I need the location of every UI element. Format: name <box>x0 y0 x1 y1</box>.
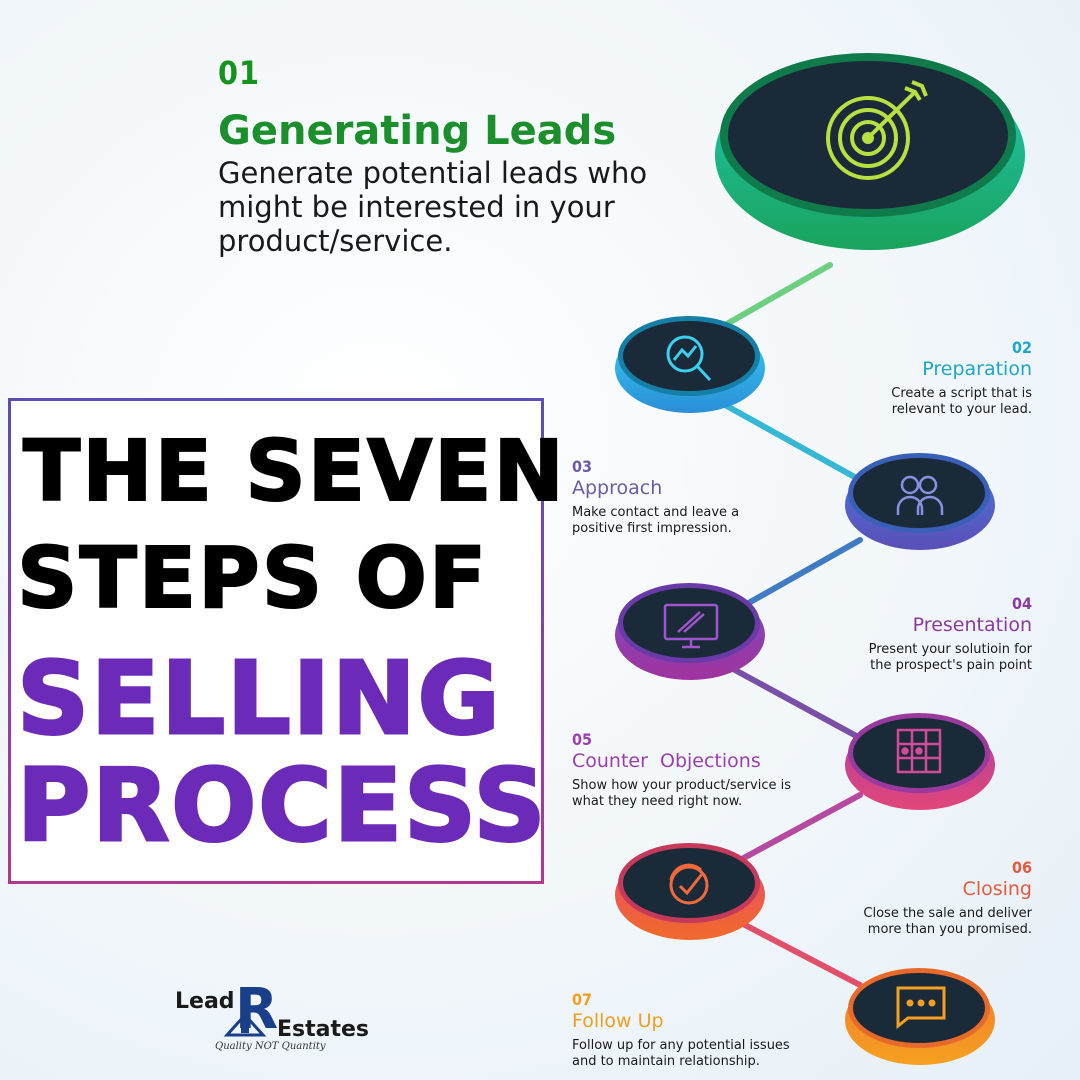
step-04-number: 04 <box>1011 594 1032 613</box>
people-icon <box>896 475 944 515</box>
chat-bubble-icon <box>896 986 946 1030</box>
step-01-title: Generating Leads <box>218 108 617 154</box>
step-05-description: Show how your product/service is what th… <box>572 778 791 809</box>
step-07-description: Follow up for any potential issues and t… <box>572 1038 790 1069</box>
logo-house-icon <box>223 1012 267 1037</box>
step-05-disc <box>845 713 995 810</box>
step-05-text: 05 Counter Objections Show how your prod… <box>572 730 812 810</box>
step-01-number: 01 <box>218 54 261 92</box>
checkmark-target-icon <box>669 863 709 905</box>
step-07-text: 07 Follow Up Follow up for any potential… <box>572 990 812 1070</box>
step-04-title: Presentation <box>912 614 1032 636</box>
grid-icon <box>896 728 942 774</box>
step-06-title: Closing <box>962 878 1032 900</box>
step-01-disc <box>715 53 1025 250</box>
step-04-text: 04 Presentation Present your solutioin f… <box>802 594 1032 674</box>
title-line-3: SELLING <box>16 640 502 757</box>
step-07-title: Follow Up <box>572 1010 664 1032</box>
step-06-disc <box>615 843 765 940</box>
step-06-number: 06 <box>1011 858 1032 877</box>
step-07-number: 07 <box>572 990 593 1009</box>
logo-tagline: Quality NOT Quantity <box>215 1041 326 1052</box>
company-logo: Lead R Estates Quality NOT Quantity <box>175 977 369 1065</box>
step-02-description: Create a script that is relevant to your… <box>891 386 1032 417</box>
step-03-disc <box>845 453 995 550</box>
step-03-number: 03 <box>572 457 593 476</box>
step-04-disc <box>615 583 765 680</box>
step-05-title: Counter Objections <box>572 750 761 772</box>
step-01-description: Generate potential leads who might be in… <box>218 156 648 258</box>
magnifier-chart-icon <box>666 335 712 382</box>
logo-r-letter: R <box>235 977 279 1042</box>
title-line-1: THE SEVEN <box>22 422 566 520</box>
title-line-4: PROCESS <box>16 747 548 864</box>
step-07-disc <box>845 968 995 1065</box>
monitor-chart-icon <box>663 603 719 649</box>
step-03-description: Make contact and leave a positive first … <box>572 505 740 536</box>
step-03-title: Approach <box>572 477 663 499</box>
step-06-text: 06 Closing Close the sale and deliver mo… <box>802 858 1032 938</box>
title-line-2: STEPS OF <box>16 529 489 627</box>
target-icon <box>826 80 928 180</box>
step-02-title: Preparation <box>922 358 1032 380</box>
step-02-disc <box>615 316 765 413</box>
step-02-number: 02 <box>1011 338 1032 357</box>
logo-estates-text: Estates <box>277 1017 370 1042</box>
step-06-description: Close the sale and deliver more than you… <box>863 906 1032 937</box>
logo-lead-text: Lead <box>175 989 235 1014</box>
step-03-text: 03 Approach Make contact and leave a pos… <box>572 457 772 537</box>
step-05-number: 05 <box>572 730 593 749</box>
step-02-text: 02 Preparation Create a script that is r… <box>812 338 1032 418</box>
title-box: THE SEVEN STEPS OF SELLING PROCESS <box>8 398 565 884</box>
step-04-description: Present your solutioin for the prospect'… <box>868 642 1032 673</box>
